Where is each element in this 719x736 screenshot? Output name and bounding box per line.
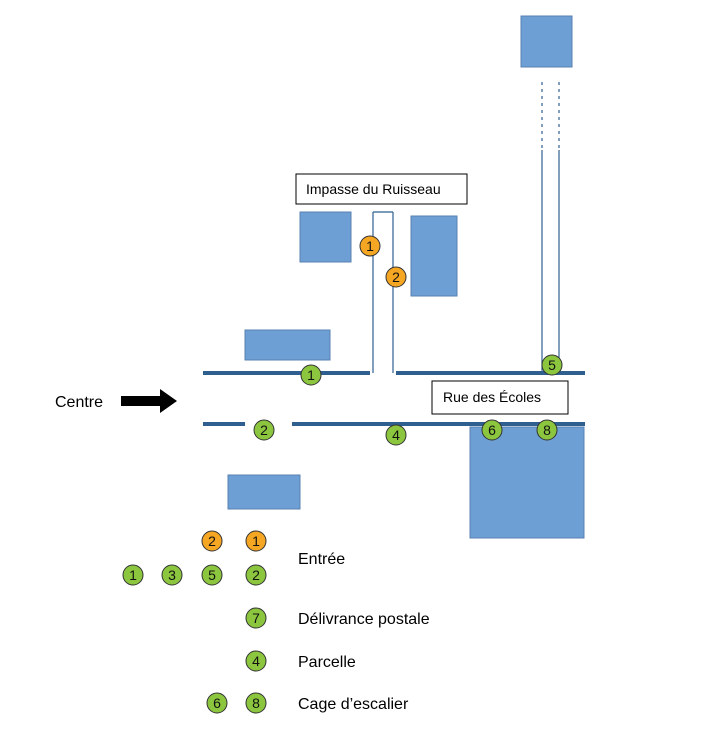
building-south-small <box>227 474 301 510</box>
svg-text:5: 5 <box>548 357 556 373</box>
legend-cage-label: Cage d’escalier <box>298 696 409 713</box>
impasse-label-box: Impasse du Ruisseau <box>295 173 468 205</box>
building-north-road <box>244 329 331 361</box>
building-top-right <box>520 15 573 68</box>
svg-text:1: 1 <box>366 238 374 254</box>
centre-label: Centre <box>55 394 103 411</box>
arrow-right-icon <box>121 389 177 413</box>
svg-text:2: 2 <box>392 269 400 285</box>
legend-badge-entree-2: 2 <box>201 530 223 552</box>
legend-badge-cage-6: 6 <box>206 692 228 714</box>
legend-badge-postale: 7 <box>245 607 267 629</box>
building-large <box>469 426 585 539</box>
legend: 2 1 Entrée 1 3 5 2 7 Délivrance posta <box>122 530 430 714</box>
building-impasse-left <box>299 211 352 263</box>
svg-text:2: 2 <box>208 533 216 549</box>
svg-text:2: 2 <box>260 422 268 438</box>
badge-entree-2: 2 <box>385 266 407 288</box>
badge-6: 6 <box>481 419 503 441</box>
badge-1: 1 <box>300 364 322 386</box>
badge-entree-1: 1 <box>359 235 381 257</box>
svg-text:1: 1 <box>129 567 137 583</box>
badge-4: 4 <box>385 424 407 446</box>
badge-5: 5 <box>541 354 563 376</box>
svg-text:6: 6 <box>213 695 221 711</box>
badge-2: 2 <box>253 419 275 441</box>
legend-badge-green-2: 2 <box>245 564 267 586</box>
svg-text:5: 5 <box>208 567 216 583</box>
svg-text:7: 7 <box>252 610 260 626</box>
legend-badge-green-1: 1 <box>122 564 144 586</box>
legend-badge-parcelle: 4 <box>245 650 267 672</box>
legend-badge-green-3: 3 <box>161 564 183 586</box>
svg-text:8: 8 <box>252 695 260 711</box>
rue-label: Rue des Écoles <box>443 389 541 405</box>
map-badges: 1 2 1 5 2 4 6 8 <box>253 235 563 446</box>
building-impasse-right <box>410 215 458 297</box>
rue-label-box: Rue des Écoles <box>431 380 569 415</box>
legend-parcelle-label: Parcelle <box>298 654 356 671</box>
svg-text:4: 4 <box>252 653 260 669</box>
legend-badge-cage-8: 8 <box>245 692 267 714</box>
svg-text:6: 6 <box>488 422 496 438</box>
svg-text:8: 8 <box>543 422 551 438</box>
legend-postale-label: Délivrance postale <box>298 611 430 628</box>
impasse-label: Impasse du Ruisseau <box>306 181 441 197</box>
badge-8: 8 <box>536 419 558 441</box>
svg-text:1: 1 <box>307 367 315 383</box>
svg-text:4: 4 <box>392 427 400 443</box>
svg-text:3: 3 <box>168 567 176 583</box>
buildings <box>227 15 585 539</box>
svg-text:1: 1 <box>252 533 260 549</box>
roads <box>203 82 585 426</box>
legend-entree-label: Entrée <box>298 551 345 568</box>
legend-badge-entree-1: 1 <box>245 530 267 552</box>
svg-text:2: 2 <box>252 567 260 583</box>
legend-badge-green-5: 5 <box>201 564 223 586</box>
